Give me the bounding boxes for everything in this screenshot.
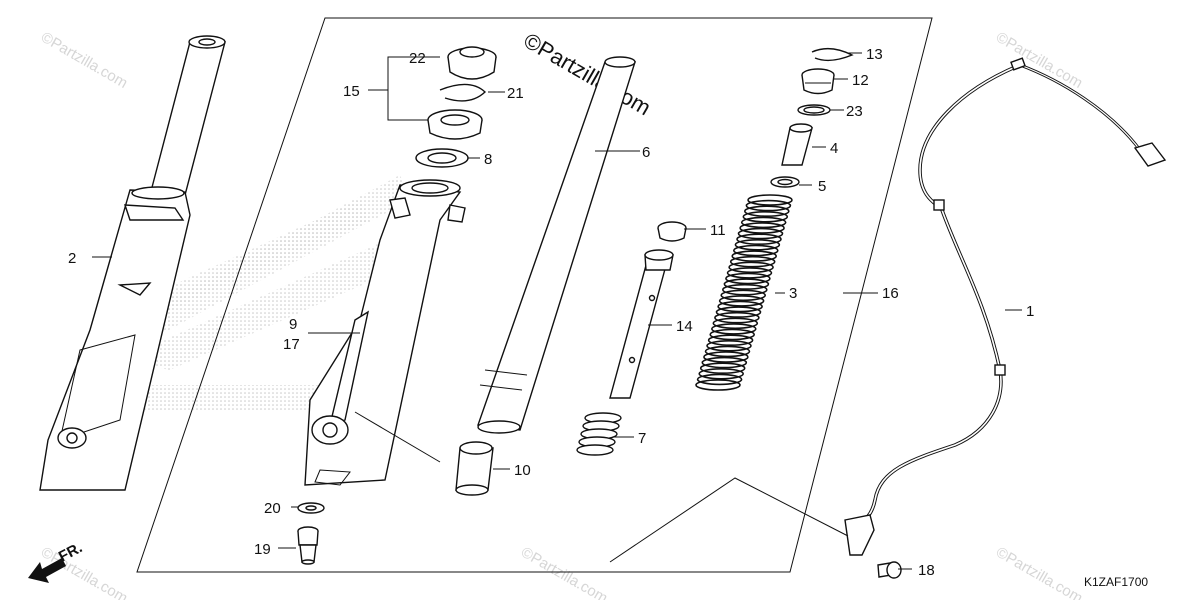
spring-coil: [729, 255, 776, 268]
spring-coil: [740, 216, 787, 229]
callout-20[interactable]: 20: [264, 500, 281, 517]
callout-15[interactable]: 15: [343, 83, 360, 100]
part-8-backup-ring[interactable]: [415, 148, 469, 168]
leader-lines: [92, 52, 1022, 570]
spring-coil: [701, 356, 748, 369]
part-5-spring-seat[interactable]: [770, 176, 800, 188]
callouts: 2 22 21 15 8 6 11 13 12 23 4 5 3 16 14 7…: [68, 46, 1034, 579]
part-22-dust-seal[interactable]: [447, 46, 497, 80]
callout-4[interactable]: 4: [830, 140, 838, 157]
spring-coil: [720, 289, 767, 302]
part-1-speed-sensor[interactable]: [844, 57, 1167, 556]
spring-coil: [734, 239, 781, 251]
front-arrow-icon: [28, 558, 66, 583]
spring-coil: [742, 211, 789, 223]
callout-2[interactable]: 2: [68, 250, 76, 267]
part-20-washer[interactable]: [297, 502, 325, 514]
spring-coil: [718, 295, 765, 307]
callout-17[interactable]: 17: [283, 336, 300, 353]
callout-9[interactable]: 9: [289, 316, 297, 333]
spring-coil: [715, 306, 762, 318]
spring-coil: [703, 351, 749, 363]
spring-coil: [743, 205, 790, 217]
part-18-bolt[interactable]: [877, 561, 902, 579]
callout-22[interactable]: 22: [409, 50, 426, 67]
callout-7[interactable]: 7: [638, 430, 646, 447]
spring-coil: [731, 250, 778, 262]
spring-coil: [706, 339, 752, 352]
spring-coil: [717, 300, 763, 313]
spring-coil: [704, 345, 751, 358]
callout-6[interactable]: 6: [642, 144, 650, 161]
assembly-boundary: [136, 17, 933, 573]
spring-coil: [712, 317, 759, 330]
spring-coil: [710, 323, 757, 335]
spring-coil: [737, 227, 784, 240]
spring-coil: [736, 233, 782, 245]
part-4-spacer[interactable]: [781, 123, 813, 166]
callout-18[interactable]: 18: [918, 562, 935, 579]
watermark-faint: ©Partzilla.com: [993, 29, 1085, 92]
callout-19[interactable]: 19: [254, 541, 271, 558]
callout-23[interactable]: 23: [846, 103, 863, 120]
part-13-circlip[interactable]: [811, 47, 854, 62]
part-23-o-ring[interactable]: [797, 104, 831, 116]
spring-coil: [728, 261, 774, 274]
part-9-fork-slider[interactable]: [304, 179, 466, 486]
spring-coil: [698, 367, 745, 380]
part-2-fork-assembly[interactable]: [39, 35, 226, 491]
spring-coil: [707, 334, 754, 347]
part-7-rebound-spring[interactable]: [576, 412, 622, 456]
spring-coil: [732, 244, 779, 257]
diagram-code: K1ZAF1700: [1084, 575, 1148, 589]
spring-coil: [725, 272, 771, 285]
spring-coil: [739, 222, 785, 234]
spring-coil: [699, 362, 746, 375]
part-14-fork-piston[interactable]: [609, 249, 674, 399]
callout-5[interactable]: 5: [818, 178, 826, 195]
callout-13[interactable]: 13: [866, 46, 883, 63]
part-3-fork-spring[interactable]: [695, 194, 793, 391]
callout-21[interactable]: 21: [507, 85, 524, 102]
callout-8[interactable]: 8: [484, 151, 492, 168]
spring-coil: [709, 328, 756, 341]
callout-1[interactable]: 1: [1026, 303, 1034, 320]
spring-coil: [696, 373, 743, 386]
watermark-faint: ©Partzilla.com: [993, 544, 1085, 600]
spring-coil: [747, 194, 793, 206]
honda-wing-pattern: [110, 175, 430, 410]
spring-coil: [745, 199, 792, 212]
spring-coil: [721, 283, 768, 296]
part-11-piston-ring[interactable]: [657, 221, 687, 242]
part-19-socket-bolt[interactable]: [297, 526, 319, 565]
watermark-main: ©Partzilla.com: [520, 28, 656, 121]
spring-coil: [714, 311, 760, 324]
callout-16[interactable]: 16: [882, 285, 899, 302]
watermark-faint: ©Partzilla.com: [38, 29, 130, 92]
callout-11[interactable]: 11: [710, 222, 726, 239]
part-15-oil-seal[interactable]: [427, 109, 483, 140]
callout-3[interactable]: 3: [789, 285, 797, 302]
spring-coil: [723, 278, 770, 290]
part-21-clip[interactable]: [439, 83, 487, 102]
callout-10[interactable]: 10: [514, 462, 531, 479]
callout-12[interactable]: 12: [852, 72, 869, 89]
spring-coil: [726, 267, 773, 279]
part-12-fork-bolt[interactable]: [801, 68, 835, 95]
spring-coil: [695, 379, 741, 391]
part-6-fork-pipe[interactable]: [477, 56, 636, 434]
part-10-piece-collar[interactable]: [455, 441, 494, 496]
callout-14[interactable]: 14: [676, 318, 693, 335]
